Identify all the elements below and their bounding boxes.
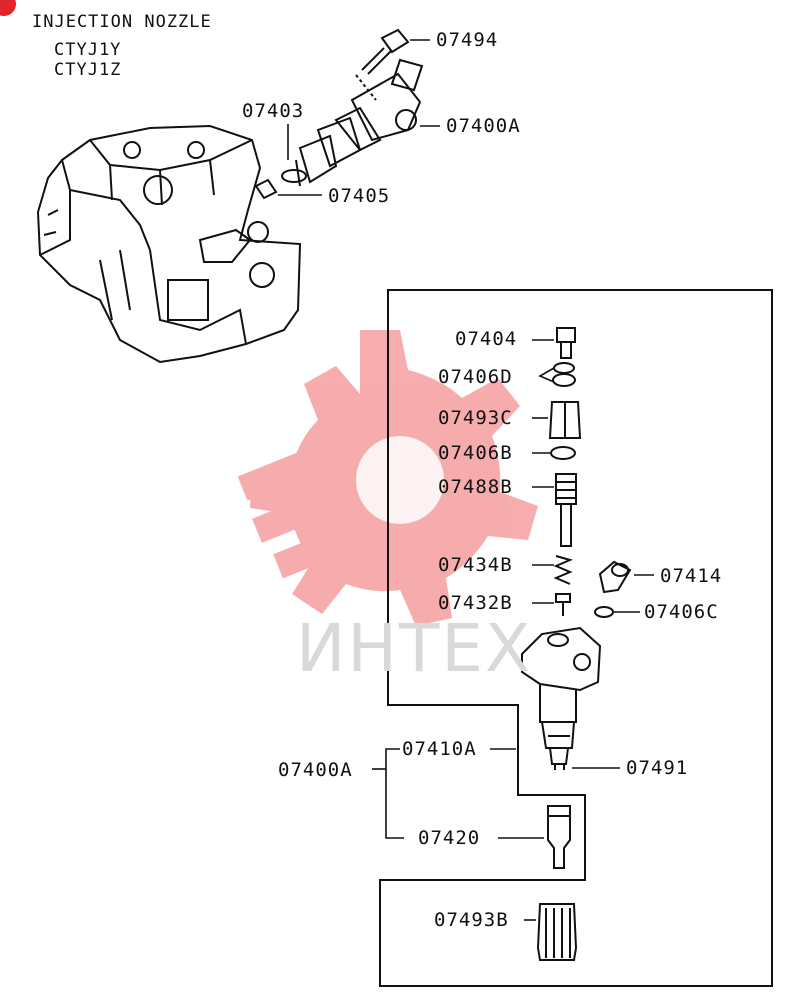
- part-label-07432B[interactable]: 07432B: [438, 592, 513, 614]
- part-label-07400A[interactable]: 07400A: [446, 115, 521, 137]
- cylinder-head-drawing: [36, 124, 302, 364]
- part-label-07406D[interactable]: 07406D: [438, 366, 513, 388]
- part-label-07493B[interactable]: 07493B: [434, 909, 509, 931]
- top-leaders: [278, 39, 440, 196]
- part-label-07405[interactable]: 07405: [328, 185, 391, 207]
- model-code: CTYJ1Y: [54, 40, 122, 60]
- part-label-07400A-assembly[interactable]: 07400A: [278, 759, 353, 781]
- part-label-07488B[interactable]: 07488B: [438, 476, 513, 498]
- part-label-07491[interactable]: 07491: [626, 757, 689, 779]
- part-label-07404[interactable]: 07404: [455, 328, 518, 350]
- part-label-07406C[interactable]: 07406C: [644, 601, 719, 623]
- model-code: CTYJ1Z: [54, 60, 122, 80]
- part-label-07410A[interactable]: 07410A: [402, 738, 477, 760]
- part-label-07420[interactable]: 07420: [418, 827, 481, 849]
- watermark-text: ИНТЕХ: [296, 610, 533, 687]
- exploded-parts-drawing: [521, 327, 632, 961]
- part-label-07414[interactable]: 07414: [660, 565, 723, 587]
- corner-badge: [0, 0, 16, 16]
- diagram-title: INJECTION NOZZLE: [32, 12, 212, 32]
- exploded-leaders: [372, 339, 654, 921]
- part-label-07493C[interactable]: 07493C: [438, 407, 513, 429]
- part-label-07434B[interactable]: 07434B: [438, 554, 513, 576]
- part-label-07406B[interactable]: 07406B: [438, 442, 513, 464]
- part-label-07403[interactable]: 07403: [242, 100, 305, 122]
- exploded-view-frame: [379, 289, 773, 987]
- top-injector-drawing: [254, 28, 424, 200]
- part-label-07494[interactable]: 07494: [436, 29, 499, 51]
